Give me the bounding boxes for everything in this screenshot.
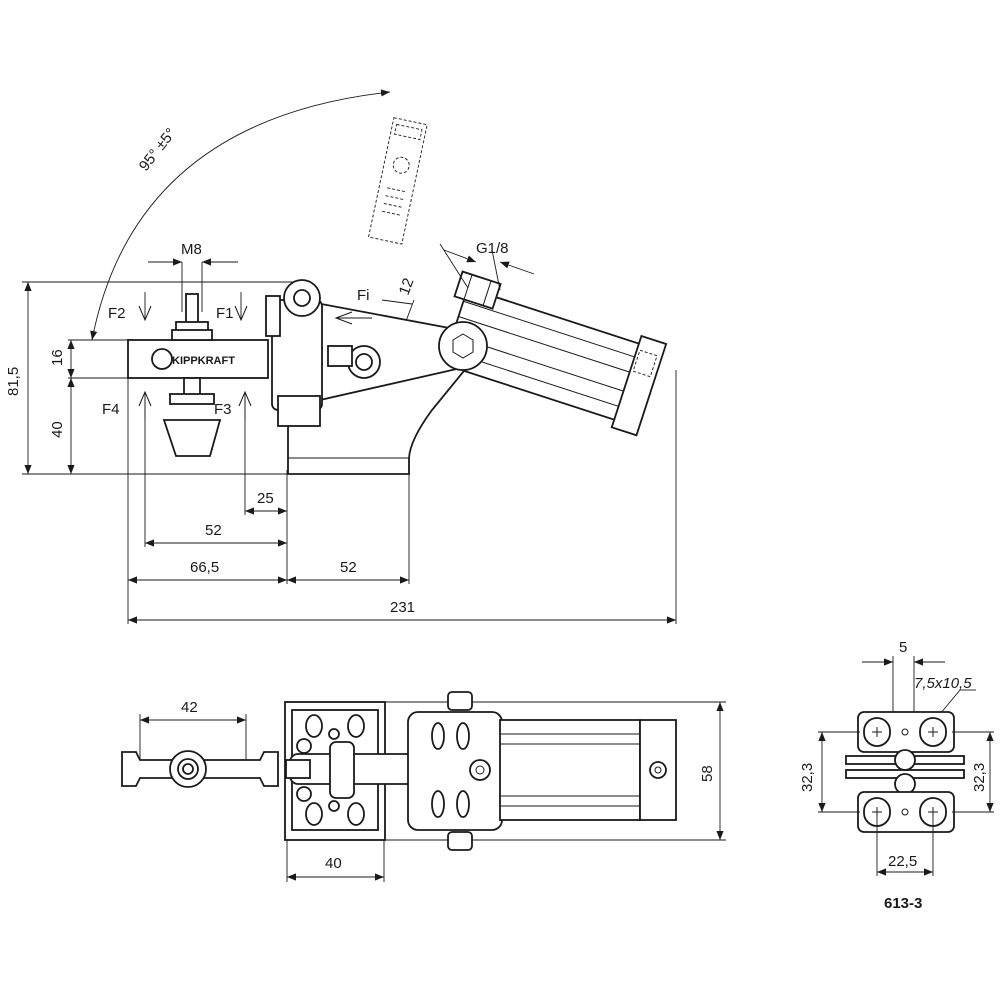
- port-offset-label: 12: [396, 276, 418, 297]
- dim-66-5-label: 66,5: [190, 559, 219, 576]
- dim-52-left-label: 52: [205, 522, 222, 539]
- f3-label: F3: [214, 401, 232, 418]
- top-view: 42 40 58: [121, 691, 726, 882]
- model-label: 613-3: [884, 895, 922, 912]
- total-length-label: 231: [390, 599, 415, 616]
- dim-42-label: 42: [181, 699, 198, 716]
- dim-32-3-right-label: 32,3: [971, 763, 988, 792]
- base-height-label: 40: [49, 421, 66, 438]
- dim-25-label: 25: [257, 490, 274, 507]
- swung-handle-ghost: [368, 117, 428, 245]
- arm-height-label: 16: [49, 349, 66, 366]
- f2-label: F2: [108, 305, 126, 322]
- pneumatic-cylinder: [441, 270, 668, 437]
- dim-22-5-label: 22,5: [888, 853, 917, 870]
- swing-arc: [90, 89, 391, 341]
- thread-label: M8: [181, 241, 202, 258]
- f1-label: F1: [216, 305, 234, 322]
- dim-58-label: 58: [699, 765, 716, 782]
- side-view: KIPPKRAFT 95° ±5° M8 G1/8 Fi 12 F2 F1 F4: [5, 89, 677, 624]
- end-view: 5 7,5x10,5 32,3 32,3 22,5 613-3: [799, 639, 994, 912]
- slot-label: 7,5x10,5: [914, 675, 972, 692]
- dim-5-label: 5: [899, 639, 907, 656]
- force-arrows: [138, 292, 372, 420]
- brand-label: KIPPKRAFT: [172, 355, 235, 367]
- dim-40-label: 40: [325, 855, 342, 872]
- total-height-label: 81,5: [5, 367, 22, 396]
- dim-52-right-label: 52: [340, 559, 357, 576]
- port-label: G1/8: [476, 240, 509, 257]
- dim-32-3-left-label: 32,3: [799, 763, 816, 792]
- angle-label: 95° ±5°: [136, 125, 180, 174]
- force-in-label: Fi: [357, 287, 370, 304]
- f4-label: F4: [102, 401, 120, 418]
